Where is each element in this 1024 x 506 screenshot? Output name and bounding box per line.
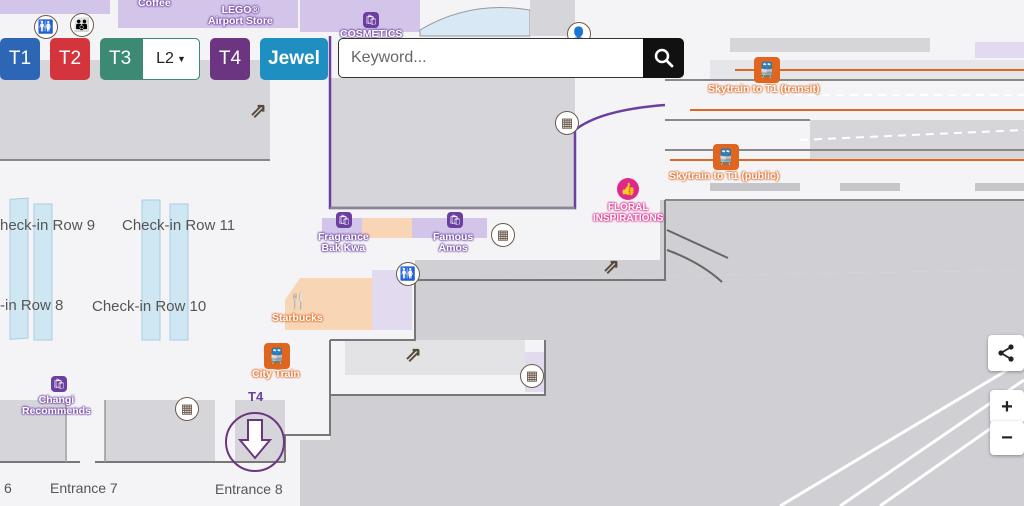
family-room-icon: 👪 [70, 13, 94, 37]
shopping-bag-icon: 🛍 [336, 212, 352, 228]
checkin-row-11-label: Check-in Row 11 [122, 217, 236, 234]
share-button[interactable] [988, 335, 1024, 371]
skytrain-transit-label[interactable]: Skytrain to T1 (transit) [708, 83, 820, 95]
lift-icon: ▦ [520, 364, 544, 388]
shop-starbucks-label[interactable]: Starbucks [272, 312, 323, 324]
lift-icon: ▦ [555, 111, 579, 135]
jewel-button[interactable]: Jewel [260, 38, 328, 80]
skytrain-public-label[interactable]: Skytrain to T1 (public) [669, 170, 780, 182]
lift-icon: ▦ [175, 397, 199, 421]
lift-icon: ▦ [491, 223, 515, 247]
level-selector[interactable]: L2 ▼ [142, 38, 200, 80]
search-input[interactable] [338, 38, 644, 78]
shopping-bag-icon: 🛍 [447, 212, 463, 228]
shop-fragrance-label[interactable]: Fragrance Bak Kwa [318, 231, 369, 254]
escalator-icon: ⇗ [405, 344, 422, 366]
zoom-out-button[interactable]: − [990, 421, 1024, 455]
terminal-t2-button[interactable]: T2 [50, 38, 90, 80]
entrance-8-label: Entrance 8 [215, 481, 283, 497]
checkin-row-8-label: -in Row 8 [0, 297, 64, 314]
terminal-t1-button[interactable]: T1 [0, 38, 40, 80]
fork-knife-icon: 🍴 [288, 293, 308, 310]
t4-marker-label: T4 [248, 389, 264, 404]
escalator-icon: ⇗ [250, 100, 267, 122]
restroom-icon: 🚻 [396, 262, 420, 286]
entrance-6-label: 6 [4, 480, 12, 496]
train-icon[interactable]: 🚆 [713, 144, 739, 170]
escalator-icon: ⇗ [603, 256, 620, 278]
shop-changi-recommends-label[interactable]: Changi Recommends [22, 394, 91, 417]
thumbs-up-icon[interactable]: 👍 [617, 178, 639, 200]
shop-famous-amos-label[interactable]: Famous Amos [433, 231, 474, 254]
chevron-down-icon: ▼ [176, 54, 186, 64]
terminal-t3-group: T3 L2 ▼ [100, 38, 200, 80]
shop-lego-label[interactable]: LEGO® Airport Store [208, 4, 273, 27]
shop-floral-label[interactable]: FLORAL INSPIRATIONS [593, 202, 664, 224]
checkin-row-9-label: heck-in Row 9 [0, 217, 96, 234]
zoom-in-button[interactable]: + [990, 390, 1024, 424]
share-icon [998, 344, 1014, 362]
shopping-bag-icon: 🛍 [51, 376, 67, 392]
city-train-label[interactable]: City Train [252, 368, 300, 380]
terminal-t3-button[interactable]: T3 [109, 48, 132, 69]
terminal-t4-button[interactable]: T4 [210, 38, 250, 80]
checkin-row-10-label: Check-in Row 10 [92, 298, 207, 315]
level-selected-value: L2 [156, 50, 174, 67]
shop-cosmetics-label[interactable]: COSMETICS [340, 28, 403, 40]
train-icon[interactable]: 🚆 [754, 57, 780, 83]
entrance-7-label: Entrance 7 [50, 480, 118, 496]
shop-coffee-label[interactable]: Coffee [138, 0, 171, 9]
train-icon[interactable]: 🚆 [264, 343, 290, 369]
search-button[interactable] [643, 38, 684, 78]
search-icon [654, 48, 673, 68]
shopping-bag-icon: 🛍 [363, 12, 379, 28]
restroom-icon: 🚻 [34, 15, 58, 39]
